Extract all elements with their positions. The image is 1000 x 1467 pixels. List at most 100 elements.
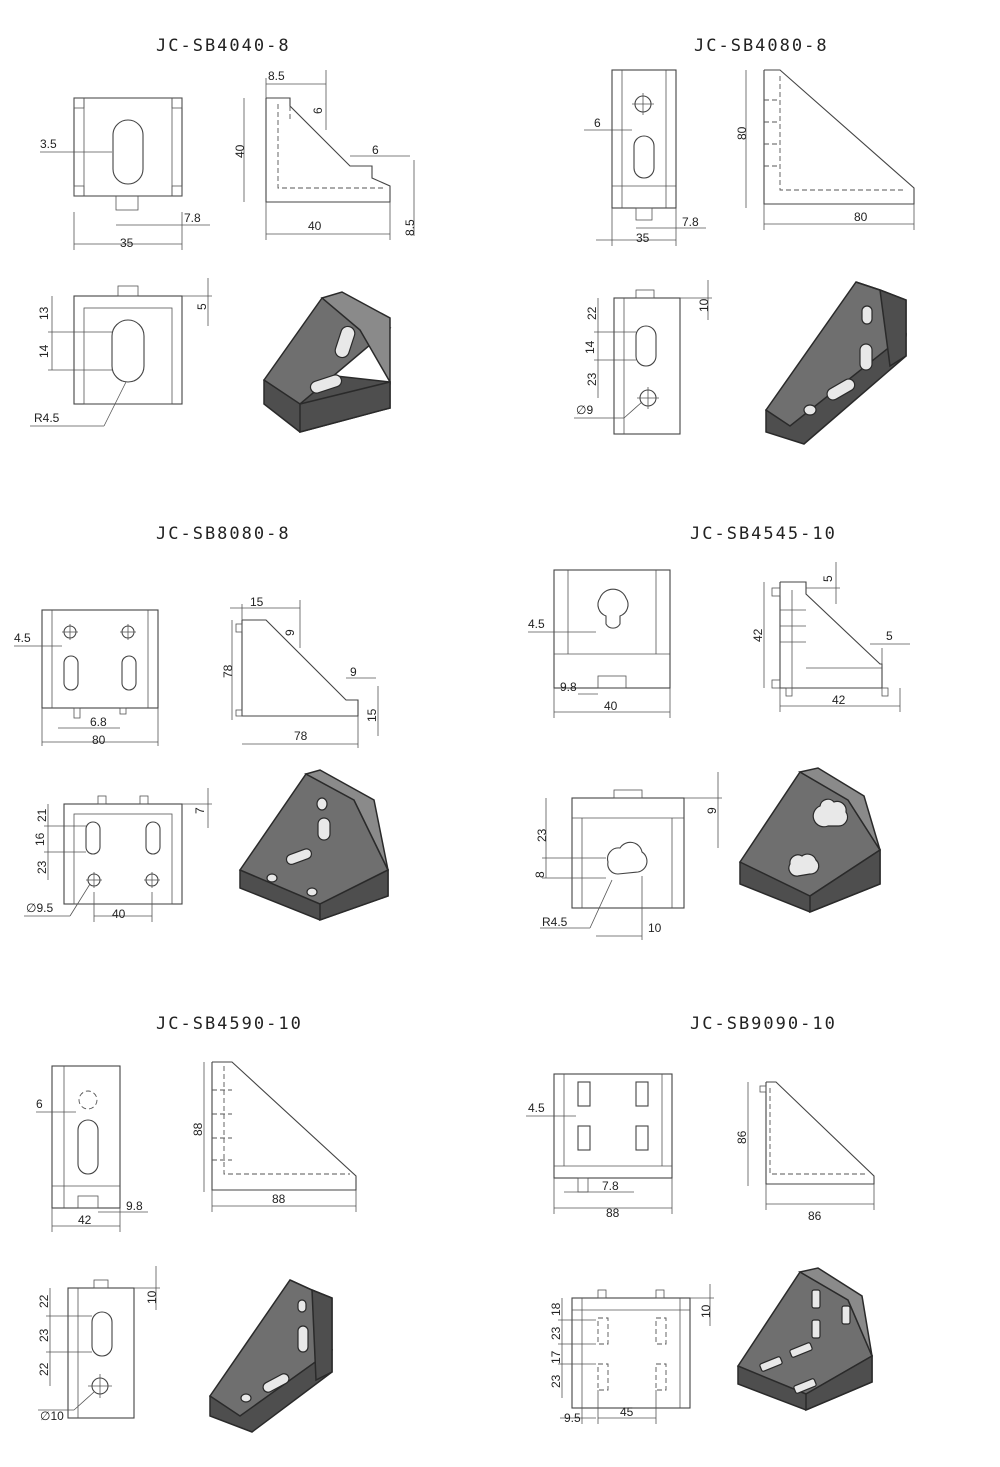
dim-sb4590-a: 6 xyxy=(36,1097,43,1111)
dim-sb9090-d: 88 xyxy=(606,1206,620,1220)
dim-sb4545-l: 10 xyxy=(648,921,662,935)
dim-sb4590-i: 22 xyxy=(37,1362,51,1376)
panel-sb9090: 4.5 7.8 88 86 86 xyxy=(526,1073,875,1425)
dim-sb4040-h: 40 xyxy=(308,219,322,233)
sb4545-front-view: 4.5 9.8 40 xyxy=(528,569,671,718)
dim-sb4590-g: 22 xyxy=(37,1294,51,1308)
dim-sb8080-a: 15 xyxy=(250,595,264,609)
dim-sb4545-e: 9.8 xyxy=(560,680,577,694)
dim-sb9090-f: 10 xyxy=(699,1304,713,1318)
dim-sb9090-b: 86 xyxy=(735,1130,749,1144)
dim-sb4080-c: 7.8 xyxy=(682,215,699,229)
panel-sb4080: 6 35 7.8 80 80 xyxy=(574,69,915,445)
sb4545-render xyxy=(738,767,882,914)
dim-sb4040-l: 14 xyxy=(37,344,51,358)
sb4545-side-view: 5 42 5 42 xyxy=(751,562,910,712)
dim-sb4590-e: 88 xyxy=(272,1192,286,1206)
dim-sb8080-g: 6.8 xyxy=(90,715,107,729)
dim-sb4545-h: 9 xyxy=(705,807,719,814)
dim-sb4590-b: 88 xyxy=(191,1122,205,1136)
dim-sb4545-g: 42 xyxy=(832,693,846,707)
dim-sb4545-c: 42 xyxy=(751,628,765,642)
sb4040-render xyxy=(262,291,392,433)
dim-sb4040-j: 13 xyxy=(37,306,51,320)
dim-sb8080-m: 23 xyxy=(35,860,49,874)
title-sb9090: JC-SB9090-10 xyxy=(690,1014,837,1034)
dim-sb4080-d: 35 xyxy=(636,231,650,245)
title-sb4040: JC-SB4040-8 xyxy=(156,36,291,56)
sb4590-render xyxy=(208,1279,333,1433)
sb8080-front-view: 4.5 6.8 80 xyxy=(14,609,159,747)
dim-sb4080-b: 80 xyxy=(735,126,749,140)
dim-sb4040-b: 8.5 xyxy=(268,69,285,83)
dim-sb4545-a: 5 xyxy=(821,575,835,582)
dim-sb4040-e: 6 xyxy=(372,143,379,157)
sb8080-side-view: 15 9 78 9 15 78 xyxy=(221,595,379,748)
dim-sb8080-e: 9 xyxy=(350,665,357,679)
panel-sb8080: 4.5 6.8 80 15 9 78 9 15 xyxy=(14,595,389,922)
dim-sb4590-c: 9.8 xyxy=(126,1199,143,1213)
sb4080-side-view: 80 80 xyxy=(735,69,915,230)
dim-sb9090-k: 9.5 xyxy=(564,1411,581,1425)
dim-sb4545-f: 40 xyxy=(604,699,618,713)
dim-sb4040-k: 5 xyxy=(195,303,209,310)
dim-sb4590-d: 42 xyxy=(78,1213,92,1227)
dim-sb9090-i: 17 xyxy=(549,1350,563,1364)
sb4590-side-view: 88 88 xyxy=(191,1061,357,1212)
sb4040-front-view: 3.5 35 7.8 xyxy=(40,97,210,250)
dim-sb9090-g: 18 xyxy=(549,1302,563,1316)
dim-sb8080-h: 80 xyxy=(92,733,106,747)
sb4040-top-view: 13 14 5 R4.5 xyxy=(30,278,212,427)
dim-sb4545-b: 4.5 xyxy=(528,617,545,631)
sb9090-render xyxy=(736,1267,873,1412)
dim-sb4545-i: 23 xyxy=(535,828,549,842)
dim-sb9090-h: 23 xyxy=(549,1326,563,1340)
dim-sb4040-i: 8.5 xyxy=(403,219,417,236)
sb8080-render xyxy=(238,769,389,922)
dim-sb4545-k: R4.5 xyxy=(542,915,568,929)
dim-sb4080-h: 14 xyxy=(583,340,597,354)
dim-sb8080-n: ∅9.5 xyxy=(26,901,53,915)
dim-sb8080-f: 15 xyxy=(365,708,379,722)
dim-sb4040-a: 3.5 xyxy=(40,137,57,151)
dim-sb9090-j: 23 xyxy=(549,1374,563,1388)
dim-sb9090-e: 86 xyxy=(808,1209,822,1223)
dim-sb8080-j: 7 xyxy=(193,807,207,814)
sb8080-top-view: 21 16 23 7 ∅9.5 40 xyxy=(24,788,212,922)
sb4590-front-view: 6 42 9.8 xyxy=(36,1065,148,1232)
sb9090-top-view: 18 23 17 23 10 9.5 45 xyxy=(549,1284,714,1425)
dim-sb4080-f: 10 xyxy=(697,298,711,312)
dim-sb4080-e: 80 xyxy=(854,210,868,224)
title-sb4545: JC-SB4545-10 xyxy=(690,524,837,544)
dim-sb4040-g: 35 xyxy=(120,236,134,250)
dim-sb9090-a: 4.5 xyxy=(528,1101,545,1115)
title-sb8080: JC-SB8080-8 xyxy=(156,524,291,544)
panel-sb4590: 6 42 9.8 88 88 xyxy=(36,1061,357,1433)
title-sb4080: JC-SB4080-8 xyxy=(694,36,829,56)
sb4080-render xyxy=(764,281,907,445)
dim-sb4545-d: 5 xyxy=(886,629,893,643)
dim-sb8080-b: 4.5 xyxy=(14,631,31,645)
sb4040-side-view: 8.5 6 40 6 40 8.5 xyxy=(233,69,417,240)
dim-sb4080-j: ∅9 xyxy=(576,403,593,417)
dim-sb9090-l: 45 xyxy=(620,1405,634,1419)
dim-sb8080-k: 21 xyxy=(35,808,49,822)
dim-sb8080-c: 9 xyxy=(283,629,297,636)
dim-sb4040-f: 7.8 xyxy=(184,211,201,225)
sb4590-top-view: 22 23 22 10 ∅10 xyxy=(37,1266,160,1423)
dim-sb4590-h: 23 xyxy=(37,1328,51,1342)
dim-sb4080-i: 23 xyxy=(585,372,599,386)
title-sb4590: JC-SB4590-10 xyxy=(156,1014,303,1034)
dim-sb8080-d: 78 xyxy=(221,664,235,678)
dim-sb8080-i: 78 xyxy=(294,729,308,743)
sb9090-side-view: 86 86 xyxy=(735,1081,875,1223)
dim-sb4040-m: R4.5 xyxy=(34,411,60,425)
dim-sb4590-f: 10 xyxy=(145,1290,159,1304)
sb4080-top-view: 22 14 23 10 ∅9 xyxy=(574,280,712,435)
sb9090-front-view: 4.5 7.8 88 xyxy=(526,1073,673,1220)
dim-sb4545-j: 8 xyxy=(533,871,547,878)
dim-sb8080-o: 40 xyxy=(112,907,126,921)
panel-sb4040: 3.5 35 7.8 8.5 6 40 6 xyxy=(30,69,417,433)
